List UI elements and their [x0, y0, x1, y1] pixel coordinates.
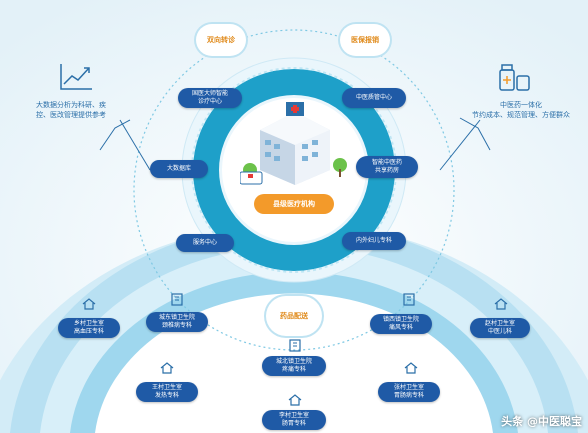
building-icon	[289, 339, 301, 352]
outer-node: 王村卫生室 发热专科	[136, 382, 198, 402]
inner-node: 大数据库	[150, 160, 208, 178]
inner-node: 服务中心	[176, 234, 234, 252]
line-chart-icon	[60, 64, 92, 90]
house-icon	[494, 298, 508, 310]
inner-node: 智能中医药 共享药房	[356, 156, 418, 178]
house-icon	[82, 298, 96, 310]
center-label: 县级医疗机构	[254, 194, 334, 214]
right-description: 中医药一体化 节约成本、规范管理、方便群众	[472, 101, 570, 119]
inner-node: 国医大师智能 诊疗中心	[178, 88, 242, 108]
hospital-building-icon	[240, 102, 347, 185]
outer-node: 赵村卫生室 中医儿科	[470, 318, 530, 338]
outer-node: 城东镇卫生院 颈椎病专科	[146, 312, 208, 332]
outer-node: 镇西镇卫生院 痛风专科	[370, 314, 432, 334]
house-icon	[288, 394, 302, 406]
building-icon	[403, 293, 415, 306]
house-icon	[160, 362, 174, 374]
tag-two-way-referral: 双向转诊	[196, 24, 246, 56]
house-icon	[404, 362, 418, 374]
outer-node: 李村卫生室 肠胃专科	[262, 410, 326, 430]
left-description: 大数据分析为科研、疾 控、医改管理提供参考	[36, 101, 106, 119]
outer-node: 城北镇卫生院 疼痛专科	[262, 356, 326, 376]
outer-node: 张村卫生室 胃肠病专科	[378, 382, 440, 402]
tag-medical-insurance: 医保报销	[340, 24, 390, 56]
building-icon	[171, 293, 183, 306]
inner-node: 中医质管中心	[342, 88, 406, 108]
watermark: 头条 @中医聪宝	[501, 415, 582, 428]
tag-drug-delivery: 药品配送	[266, 296, 322, 336]
outer-node: 乡村卫生室 高血压专科	[58, 318, 120, 338]
inner-node: 内外妇儿专科	[342, 232, 406, 250]
medicine-bottle-icon	[499, 64, 530, 91]
